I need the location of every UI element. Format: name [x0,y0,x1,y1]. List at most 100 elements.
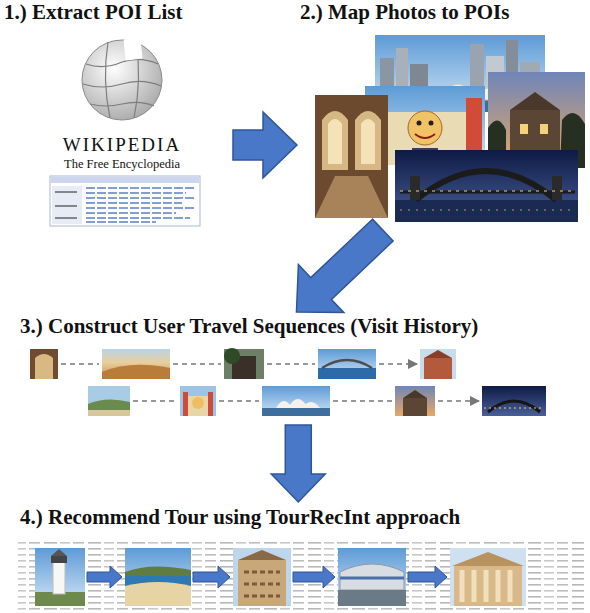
photo-harbour-bridge [395,150,578,222]
tour-row [340,564,404,590]
tour-row [450,548,526,606]
tour-row [51,549,67,556]
tour-row [193,566,230,588]
sequence-row [61,363,417,365]
step-heading: 3.) Construct User Travel Sequences (Vis… [20,314,580,338]
tour-row [238,550,286,560]
sequence-row [224,348,240,364]
tour-row [338,548,406,606]
photo-luna-park [408,111,442,145]
tour-row [125,548,191,606]
tour-row [238,560,286,606]
step-heading: 4.) Recommend Tour using TourRecInt appr… [20,505,580,529]
flow-arrow [271,425,325,502]
photo-arcade [355,111,381,170]
tour-row [452,552,524,566]
code-background [18,538,584,612]
step-panel: 3.) Construct User Travel Sequences (Vis… [14,314,586,422]
sequence-row [183,392,188,416]
tour-row [53,562,65,594]
sequence-row [88,410,130,416]
wikipedia-globe [124,40,142,60]
photo-harbour-bridge [410,176,420,200]
photo-harbour-bridge [552,176,562,200]
tour-row [35,548,526,606]
logo-wordmark: WIKIPEDIA [63,134,181,156]
wikipedia-table [50,176,200,226]
tour-row [293,566,335,588]
step-panel: 4.) Recommend Tour using TourRecInt appr… [14,505,586,611]
step-heading: 2.) Map Photos to POIs [300,0,588,24]
wikipedia-globe [86,59,158,66]
sequence-row [262,408,330,416]
sequence-row [102,365,170,379]
photo-arcade [315,176,388,218]
sequence-row [488,401,540,412]
sequence-row [224,349,264,379]
photo-harbour-bridge [400,210,575,211]
sequence-row [30,348,456,379]
sequence-row [262,386,330,416]
tour-row [35,548,85,606]
photo-arcade [315,95,388,218]
wikipedia-table [51,177,199,183]
photo-harbour-bridge [400,191,575,192]
sequence-row [35,354,53,379]
photo-dusk-building [520,124,528,134]
sequence-row [395,386,435,416]
sequence-row [318,349,376,379]
wikipedia-globe [83,81,161,87]
wikipedia-globe [82,40,162,120]
wikipedia-globe [90,102,154,106]
sequence-row [276,399,320,408]
flow-arrow [296,219,393,312]
step-heading: 1.) Extract POI List [4,0,230,24]
sequence-row [192,397,204,409]
logo-tagline: The Free Encyclopedia [64,157,180,172]
photo-luna-park [417,121,422,126]
photo-luna-park [429,121,434,126]
tour-row [408,566,447,588]
tour-row [454,566,522,606]
sequence-row [424,358,452,379]
photo-harbour-bridge [416,171,556,200]
tour-row [338,590,406,606]
sequence-row [322,360,372,368]
sequence-row [318,368,376,379]
step-panel: 1.) Extract POI List [4,0,230,230]
wikipedia-globe [82,40,162,120]
tour-row [340,577,404,580]
sequence-row [180,386,216,416]
photo-harbour-bridge [400,191,575,194]
flow-arrow [233,112,297,178]
photo-arcade [328,119,342,164]
sequence-row [208,392,213,416]
tour-row [87,566,122,588]
photo-harbour-bridge [395,200,578,222]
wikipedia-globe [105,42,110,118]
sequence-row [88,399,130,416]
sequence-row [30,349,58,379]
sequence-row [88,386,130,416]
wikipedia-table [86,188,196,222]
photo-luna-park [415,134,435,138]
tour-row [233,548,291,606]
step-panel: 2.) Map Photos to POIs [300,0,588,228]
sequence-row [484,408,544,409]
sequence-row [88,386,546,416]
photo-dusk-building [510,92,560,110]
tour-row [125,566,191,576]
sequence-row [403,398,427,416]
sequence-row [424,350,452,358]
wikipedia-table [52,186,82,224]
photo-arcade [361,119,375,164]
wikipedia-table [50,176,200,226]
photo-arcade [322,111,348,170]
photo-arcade [315,95,388,218]
tour-row [51,556,67,563]
sequence-row [420,349,456,379]
sequence-row [133,400,479,402]
sequence-row [482,386,546,416]
photo-harbour-bridge [395,150,578,222]
tour-row [462,570,510,602]
